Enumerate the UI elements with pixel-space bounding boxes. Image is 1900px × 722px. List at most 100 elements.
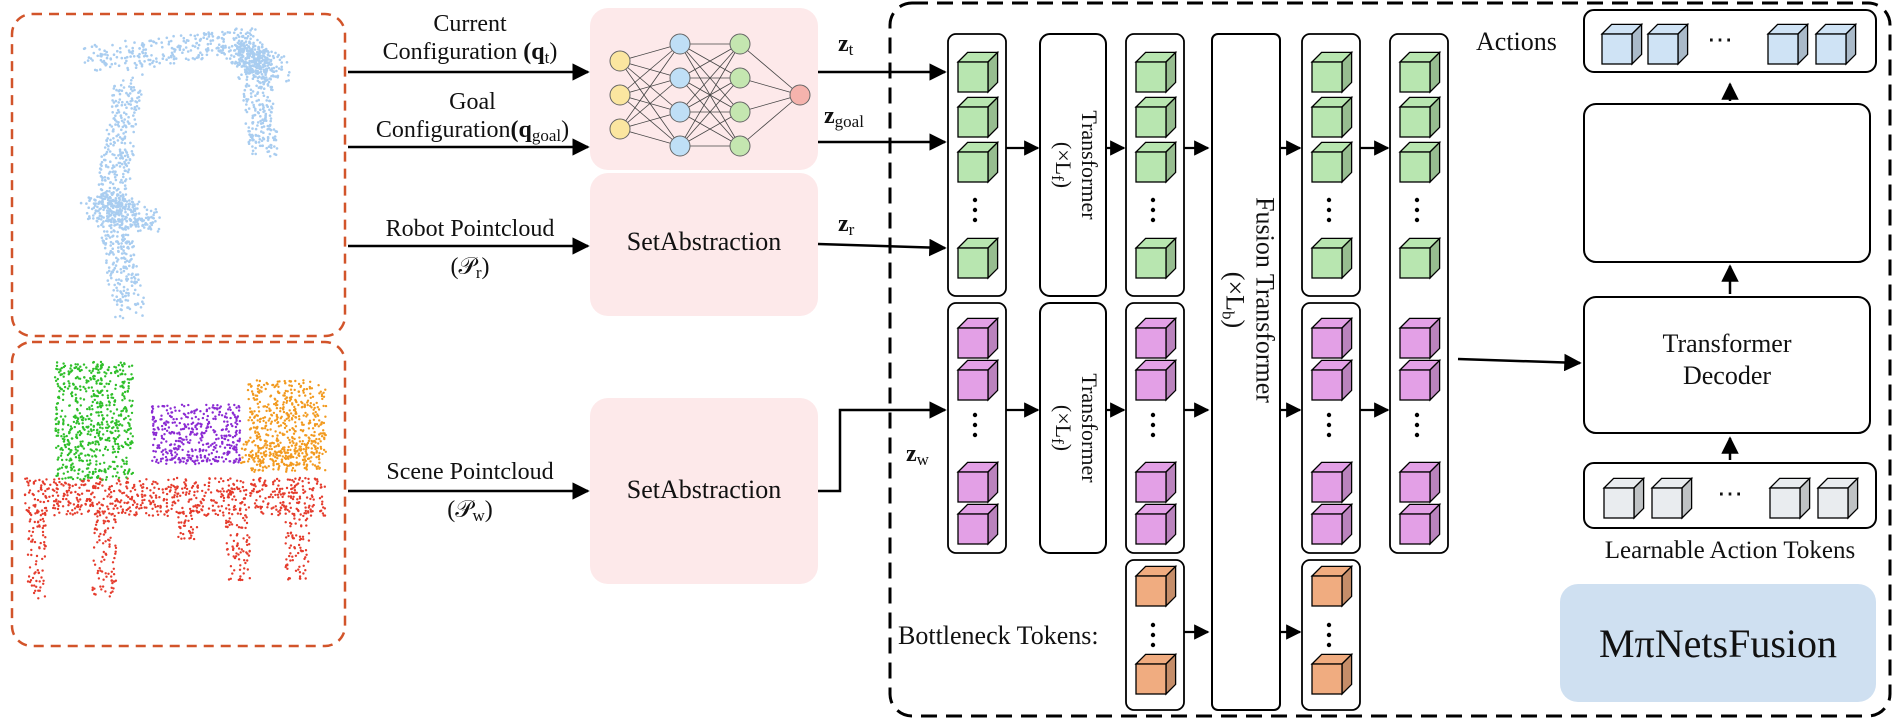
action-token-cubes: [1600, 22, 1860, 520]
mlp-decoder-box: [1583, 103, 1871, 263]
token-cube: [1646, 22, 1690, 66]
token-cube: [956, 95, 1000, 139]
token-cube: [1398, 502, 1442, 546]
token-cube: [1398, 50, 1442, 94]
zw-base: z: [906, 441, 917, 467]
zt-base: z: [838, 31, 849, 57]
robot-pointcloud-image: [79, 27, 291, 320]
token-cube: [1814, 22, 1858, 66]
token-cube: [1310, 460, 1354, 504]
token-cube: [1398, 460, 1442, 504]
fusion-close: ): [1220, 319, 1250, 329]
ellipsis-dot: [1326, 642, 1332, 648]
goal-subscript: goal: [531, 126, 562, 145]
scene-pointcloud-label: Scene Pointcloud (𝒫w): [360, 458, 580, 530]
zr-base: z: [838, 211, 849, 237]
ellipsis-dot: [1326, 197, 1332, 203]
ellipsis-dot: [972, 432, 978, 438]
scene-label-line1: Scene Pointcloud: [386, 459, 554, 485]
decoder-line1: Transformer: [1662, 329, 1792, 358]
goal-label-line1: Goal: [449, 89, 496, 115]
token-cube: [1310, 140, 1354, 184]
ellipsis-dot: [1326, 207, 1332, 213]
robot-close: ): [481, 254, 490, 280]
ellipsis-dot: [1326, 217, 1332, 223]
ellipsis-dot: [1150, 632, 1156, 638]
current-label-line1: Current: [433, 11, 507, 37]
zr-label: zr: [838, 210, 854, 244]
zw-sub: w: [916, 450, 929, 469]
scene-close: ): [484, 497, 493, 523]
token-column-frame: [1125, 33, 1185, 297]
token-cube: [1398, 236, 1442, 280]
current-config-label: Current Configuration (qt): [360, 10, 580, 72]
token-cube: [956, 358, 1000, 402]
ellipsis-dot: [1414, 412, 1420, 418]
token-column-frame: [1301, 302, 1361, 554]
token-cube: [1134, 358, 1178, 402]
token-cube: [1134, 50, 1178, 94]
zt-sub: t: [848, 40, 854, 59]
transformer-bottom-close: ): [1051, 443, 1076, 452]
fusion-transformer-block: [1211, 33, 1281, 711]
transformer-bottom-rep-text: (×L: [1051, 404, 1076, 439]
bottleneck-label: Bottleneck Tokens:: [898, 621, 1099, 650]
token-cube: [1650, 476, 1694, 520]
token-columns: [947, 33, 1449, 711]
token-cube: [956, 460, 1000, 504]
transformer-top-label: Transformer (×Lf): [1044, 110, 1102, 219]
transformer-top-close: ): [1051, 180, 1076, 189]
token-column-frame: [947, 33, 1007, 297]
fusion-text: Fusion Transformer: [1250, 197, 1280, 403]
token-column-frame: [1389, 33, 1449, 554]
token-cube: [1398, 95, 1442, 139]
model-name-badge: MπNetsFusion: [1560, 584, 1876, 702]
scene-setabstraction-label: SetAbstraction: [626, 475, 782, 504]
token-cube: [1602, 476, 1646, 520]
token-cube: [1134, 236, 1178, 280]
actions-label: Actions: [1476, 27, 1557, 56]
token-cube: [1310, 564, 1354, 608]
ellipsis-dot: [1326, 622, 1332, 628]
transformer-bottom-label: Transformer (×Lf): [1044, 373, 1102, 482]
robot-subscript: r: [475, 263, 482, 282]
ellipsis-dot: [1150, 197, 1156, 203]
ellipsis-dot: [1150, 422, 1156, 428]
ellipsis-dot: [1150, 622, 1156, 628]
zgoal-label: zgoal: [824, 102, 864, 136]
ellipsis-dot: [972, 412, 978, 418]
token-cube: [956, 236, 1000, 280]
scene-subscript: w: [472, 506, 485, 525]
decoder-line2: Decoder: [1682, 361, 1772, 390]
actions-dots: ⋯: [1707, 25, 1733, 54]
robot-pointcloud-label: Robot Pointcloud (𝒫r): [360, 215, 580, 287]
goal-label-line2: Configuration(qgoal): [350, 116, 595, 150]
ellipsis-dot: [972, 197, 978, 203]
robot-label-line1: Robot Pointcloud: [385, 216, 555, 242]
transformer-bottom-text: Transformer: [1077, 373, 1102, 483]
token-cube: [1134, 652, 1178, 696]
scene-pointcloud-panel: [10, 340, 347, 648]
token-column-frame: [1125, 302, 1185, 554]
token-cube: [956, 316, 1000, 360]
ellipsis-dot: [1326, 432, 1332, 438]
ellipsis-dot: [1150, 412, 1156, 418]
ellipsis-dot: [1414, 197, 1420, 203]
model-name-text: MπNetsFusion: [1598, 620, 1837, 666]
learnable-tokens-label: Learnable Action Tokens: [1604, 537, 1856, 564]
token-column-frame: [1301, 559, 1361, 711]
transformer-top-text: Transformer: [1077, 110, 1102, 220]
robot-setabstraction-box: [590, 173, 818, 316]
ellipsis-dot: [972, 217, 978, 223]
token-cube: [1134, 460, 1178, 504]
token-cube: [1134, 502, 1178, 546]
current-close: ): [549, 39, 558, 65]
transformer-bottom-block: [1039, 302, 1107, 554]
token-cube: [1134, 564, 1178, 608]
token-column-frame: [1125, 559, 1185, 711]
ellipsis-dot: [1326, 422, 1332, 428]
ellipsis-dot: [1326, 632, 1332, 638]
ellipsis-dot: [972, 422, 978, 428]
ellipsis-dot: [1414, 217, 1420, 223]
